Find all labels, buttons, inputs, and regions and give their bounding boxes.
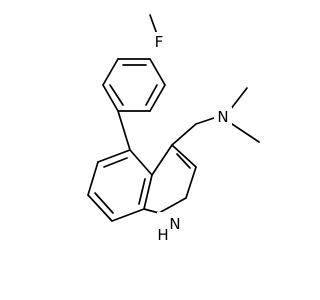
indole-nitrogen-label: N xyxy=(169,215,180,233)
bond-aryl-aryl xyxy=(117,110,131,151)
indole-benzene-ring xyxy=(87,149,153,222)
bond-methyl-lower xyxy=(231,123,260,143)
label-backdrop xyxy=(150,32,168,52)
double-bond-inner xyxy=(176,153,191,169)
bond xyxy=(158,197,187,214)
double-bond-inner xyxy=(103,157,128,168)
pyrrole-ring xyxy=(143,144,197,214)
amine-nitrogen-label: N xyxy=(217,108,228,126)
bond-methyl-upper xyxy=(229,87,248,111)
double-bond-inner xyxy=(138,178,146,205)
bond xyxy=(102,58,119,86)
bond xyxy=(143,174,153,210)
label-backdrop xyxy=(157,212,181,242)
fluorine-atom-label: F xyxy=(155,33,164,51)
fluorophenyl-ring xyxy=(102,58,166,112)
bond xyxy=(149,84,166,112)
bond xyxy=(87,194,113,222)
bond xyxy=(185,166,197,199)
bond-amine xyxy=(195,117,215,125)
bond xyxy=(151,144,173,176)
bond xyxy=(149,58,166,86)
bond xyxy=(97,149,131,163)
bond-methylene xyxy=(171,123,197,146)
bond xyxy=(102,84,119,112)
bond xyxy=(143,208,160,214)
bond xyxy=(129,149,153,176)
indole-hydrogen-label: H xyxy=(157,226,168,244)
molecule-structure: F N N H xyxy=(87,14,260,244)
double-bond-inner xyxy=(94,192,114,214)
bond xyxy=(87,161,99,196)
bond xyxy=(171,144,197,168)
bond xyxy=(111,208,145,222)
double-bond-inner xyxy=(145,84,158,106)
double-bond-inner xyxy=(109,84,124,106)
label-backdrop xyxy=(214,107,232,127)
